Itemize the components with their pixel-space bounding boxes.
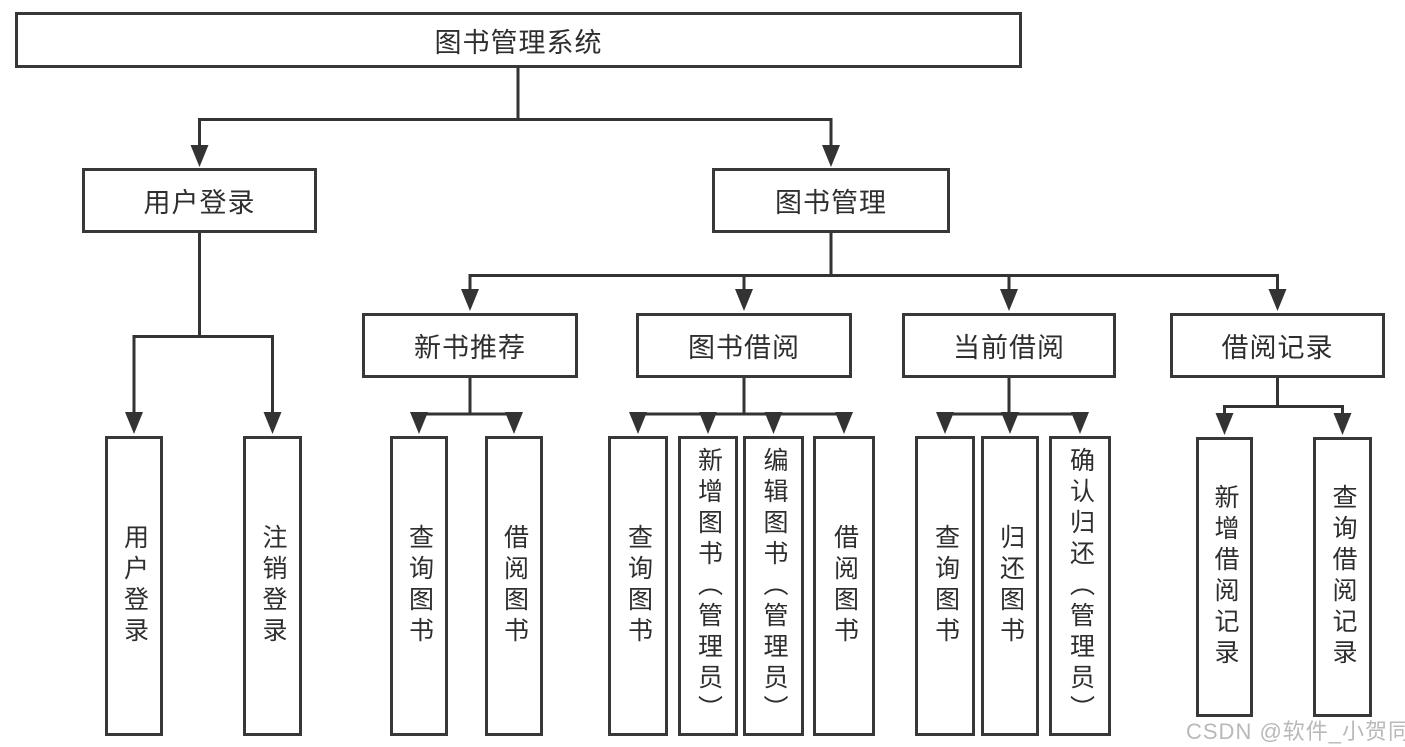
- arrowhead-borrow-records: [1268, 289, 1287, 311]
- connector-current-borrow-children: [943, 378, 1082, 416]
- node-book-borrow: 图书借阅: [636, 313, 852, 378]
- csdn-watermark: CSDN @软件_小贺同学: [1186, 719, 1405, 744]
- node-user-login: 用户登录: [82, 168, 317, 233]
- node-borrow-records-label: 借阅记录: [1221, 333, 1334, 363]
- node-book-borrow-label: 图书借阅: [688, 333, 800, 363]
- leaf-bb-edit-books-admin: 编辑图书（管理员）: [743, 436, 804, 736]
- connector-book-management-children: [468, 233, 1279, 293]
- node-current-borrow: 当前借阅: [902, 313, 1116, 378]
- arrowhead-logout-leaf: [263, 412, 282, 434]
- arrowhead-user-login: [190, 145, 209, 167]
- arrowhead-cb-return: [1001, 412, 1019, 434]
- leaf-user-login-label: 用户登录: [120, 524, 149, 648]
- connector-root-to-level2: [198, 68, 833, 149]
- arrowhead-current-borrow: [1000, 289, 1018, 311]
- leaf-bb-add-books-admin-label: 新增图书（管理员）: [694, 446, 723, 726]
- arrowhead-nb-borrow: [505, 412, 523, 434]
- node-new-book-recommend: 新书推荐: [362, 313, 578, 378]
- arrowhead-bb-add: [699, 412, 717, 434]
- node-root-library-system: 图书管理系统: [15, 12, 1022, 68]
- leaf-logout-label: 注销登录: [259, 524, 287, 648]
- leaf-bb-add-books-admin: 新增图书（管理员）: [678, 436, 738, 736]
- arrowhead-cb-query: [936, 412, 954, 434]
- arrowhead-bb-borrow: [835, 412, 853, 434]
- leaf-nb-borrow-books: 借阅图书: [485, 436, 543, 736]
- leaf-bb-query-books: 查询图书: [608, 436, 668, 736]
- leaf-br-query-record: 查询借阅记录: [1313, 437, 1372, 717]
- leaf-cb-confirm-return-admin: 确认归还（管理员）: [1049, 436, 1111, 736]
- arrowhead-nb-query: [410, 412, 428, 434]
- arrowhead-book-management: [822, 145, 840, 167]
- node-user-login-label: 用户登录: [143, 188, 256, 218]
- arrowhead-bb-query: [629, 412, 647, 434]
- leaf-bb-borrow-books-label: 借阅图书: [830, 524, 859, 648]
- leaf-cb-query-books-label: 查询图书: [931, 524, 960, 648]
- node-new-book-recommend-label: 新书推荐: [414, 333, 526, 363]
- node-current-borrow-label: 当前借阅: [953, 333, 1065, 363]
- arrowhead-bb-edit: [764, 412, 783, 434]
- arrowhead-book-borrow: [735, 289, 753, 311]
- leaf-cb-confirm-return-admin-label: 确认归还（管理员）: [1066, 446, 1095, 726]
- node-borrow-records: 借阅记录: [1170, 313, 1385, 378]
- arrowhead-cb-confirm: [1071, 412, 1089, 434]
- leaf-cb-return-books: 归还图书: [981, 436, 1039, 736]
- node-book-management: 图书管理: [712, 168, 950, 233]
- leaf-logout: 注销登录: [243, 436, 302, 736]
- leaf-user-login: 用户登录: [105, 436, 163, 736]
- leaf-nb-query-books: 查询图书: [390, 436, 448, 736]
- leaf-bb-edit-books-admin-label: 编辑图书（管理员）: [760, 446, 788, 726]
- leaf-br-query-record-label: 查询借阅记录: [1329, 484, 1357, 670]
- leaf-br-add-record: 新增借阅记录: [1196, 437, 1253, 717]
- leaf-cb-query-books: 查询图书: [915, 436, 975, 736]
- node-book-management-label: 图书管理: [775, 188, 887, 218]
- leaf-bb-query-books-label: 查询图书: [624, 524, 653, 648]
- leaf-br-add-record-label: 新增借阅记录: [1211, 484, 1239, 670]
- leaf-nb-borrow-books-label: 借阅图书: [500, 524, 529, 648]
- arrowhead-br-add: [1215, 413, 1234, 435]
- arrowhead-br-query: [1333, 413, 1352, 435]
- leaf-nb-query-books-label: 查询图书: [405, 524, 434, 648]
- node-root-label: 图书管理系统: [434, 27, 603, 58]
- connector-book-borrow-children: [636, 378, 846, 416]
- connector-new-book-children: [417, 378, 516, 416]
- leaf-cb-return-books-label: 归还图书: [996, 524, 1025, 648]
- arrowhead-login-leaf: [125, 412, 143, 434]
- connector-borrow-records-children: [1223, 378, 1344, 417]
- connector-user-login-children: [132, 233, 274, 416]
- leaf-bb-borrow-books: 借阅图书: [813, 436, 875, 736]
- arrowhead-new-book: [461, 289, 479, 311]
